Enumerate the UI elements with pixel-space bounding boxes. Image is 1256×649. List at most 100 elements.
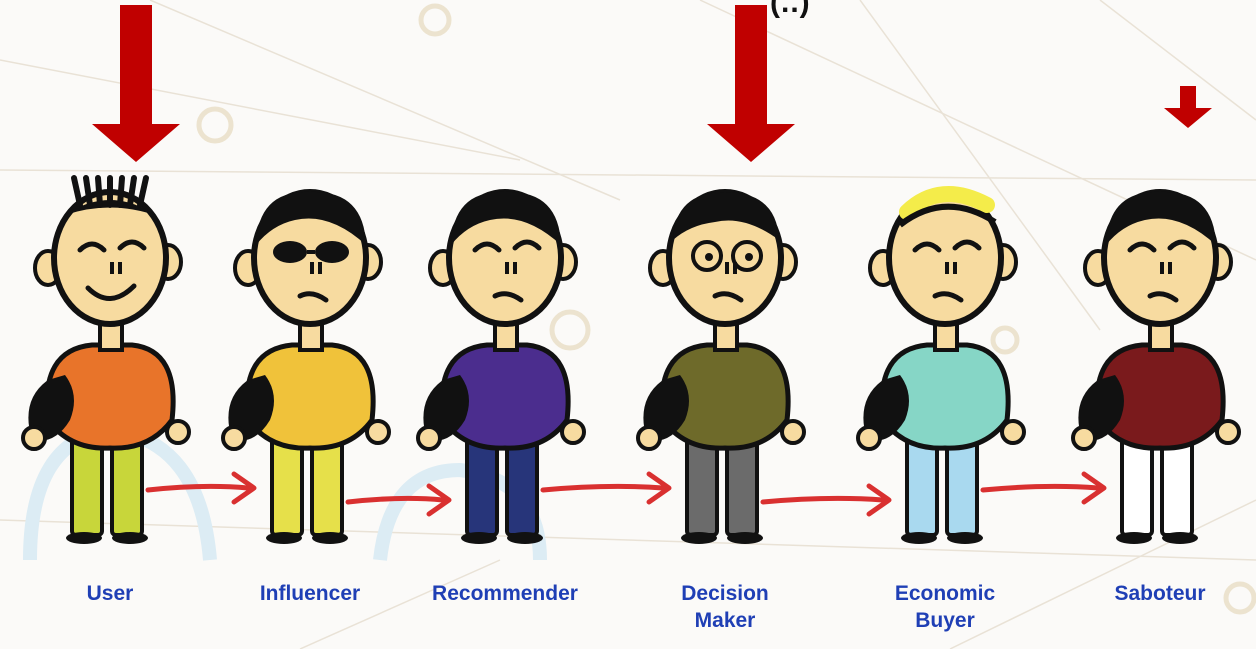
- figure-influencer: [221, 189, 391, 544]
- background-line: [859, 0, 1101, 331]
- background-line: [299, 559, 501, 649]
- indicator-arrow-decision-maker: [707, 5, 795, 162]
- header-cut-text: (..): [770, 0, 811, 19]
- figure-arm: [423, 375, 469, 441]
- figure-foot: [461, 532, 497, 544]
- figures-group: [21, 175, 1241, 544]
- indicator-arrow-shaft: [120, 5, 152, 127]
- indicator-arrow-saboteur: [1164, 86, 1212, 128]
- background-ring: [1223, 581, 1256, 615]
- flow-arrow-head: [1081, 471, 1107, 505]
- background-line: [0, 519, 1256, 561]
- figure-mouth: [85, 283, 137, 301]
- background-line: [149, 0, 621, 201]
- figure-recommender: [416, 189, 586, 544]
- figure-decision-maker: [636, 189, 806, 544]
- figure-saboteur: [1071, 189, 1241, 544]
- figure-hair-spike: [127, 175, 137, 208]
- flow-arrow-head: [866, 483, 892, 517]
- figure-shirt: [659, 342, 791, 451]
- figure-arm: [863, 375, 909, 441]
- flow-arrows-group: [145, 471, 1107, 517]
- figure-hand: [856, 425, 882, 451]
- role-label-recommender: Recommender: [432, 582, 578, 605]
- figure-mouth: [712, 291, 744, 303]
- indicator-arrow-head: [1164, 108, 1212, 128]
- figure-eye: [745, 253, 753, 261]
- figure-glasses: [691, 240, 723, 272]
- figure-hand: [1000, 419, 1026, 445]
- figure-hair: [256, 191, 366, 245]
- indicator-arrows-group: [92, 5, 1212, 162]
- background-ring: [196, 106, 234, 144]
- background-ring: [418, 3, 452, 37]
- figure-foot: [112, 532, 148, 544]
- figure-hand: [560, 419, 586, 445]
- figure-mouth: [492, 291, 524, 303]
- figure-hair: [1106, 191, 1216, 245]
- figure-user: [21, 175, 191, 544]
- figure-sunglasses: [315, 241, 349, 263]
- role-label-decision-maker: Decision Maker: [681, 582, 769, 632]
- figure-eye: [952, 239, 982, 251]
- role-label-economic-buyer: Economic Buyer: [894, 582, 996, 632]
- figure-hair-spike: [117, 175, 125, 208]
- background-line: [0, 169, 1256, 181]
- figure-arm: [643, 375, 689, 441]
- figure-arm: [1078, 375, 1124, 441]
- flow-arrow-line: [145, 483, 251, 493]
- flow-arrow: [760, 483, 892, 517]
- background-ring: [990, 325, 1020, 355]
- figure-eye: [472, 241, 502, 253]
- figure-shirt: [1094, 342, 1226, 451]
- figure-sunglasses: [273, 241, 307, 263]
- figure-mouth: [932, 291, 964, 303]
- flow-arrow-line: [760, 495, 886, 505]
- figure-foot: [727, 532, 763, 544]
- figure-foot: [1162, 532, 1198, 544]
- flow-arrow: [345, 483, 452, 517]
- figure-hair-spike: [83, 175, 93, 208]
- indicator-arrow-shaft: [735, 5, 767, 127]
- role-label-user: User: [86, 582, 134, 605]
- figure-arm: [228, 375, 274, 441]
- figure-eye: [912, 241, 942, 253]
- flow-arrow-head: [646, 471, 672, 505]
- figure-hand: [416, 425, 442, 451]
- figure-eye: [1127, 241, 1157, 253]
- figure-hand: [1071, 425, 1097, 451]
- figure-mouth: [1147, 291, 1179, 303]
- background-line: [0, 59, 521, 161]
- figure-hair-spike: [137, 175, 149, 208]
- figure-hand: [1215, 419, 1241, 445]
- flow-arrow-head: [231, 471, 257, 505]
- figure-hair: [899, 186, 995, 220]
- indicator-arrow-head: [707, 124, 795, 162]
- flow-arrow-head: [426, 483, 452, 517]
- indicator-arrow-shaft: [1180, 86, 1196, 110]
- figure-eye: [117, 239, 147, 251]
- figure-shirt: [44, 342, 176, 451]
- figure-hand: [221, 425, 247, 451]
- figure-foot: [66, 532, 102, 544]
- role-label-influencer: Influencer: [259, 582, 361, 605]
- flow-arrow: [980, 471, 1107, 505]
- figure-eye: [512, 239, 542, 251]
- figure-foot: [901, 532, 937, 544]
- figure-arm: [28, 375, 74, 441]
- background-line: [949, 499, 1256, 649]
- figure-hand: [780, 419, 806, 445]
- figure-foot: [507, 532, 543, 544]
- role-label-saboteur: Saboteur: [1114, 582, 1206, 605]
- figure-mouth: [297, 291, 329, 303]
- figure-foot: [947, 532, 983, 544]
- figure-eye: [1167, 239, 1197, 251]
- figure-shirt: [879, 342, 1011, 451]
- indicator-arrow-head: [92, 124, 180, 162]
- figure-foot: [681, 532, 717, 544]
- figure-hair-line: [898, 203, 997, 228]
- figure-foot: [266, 532, 302, 544]
